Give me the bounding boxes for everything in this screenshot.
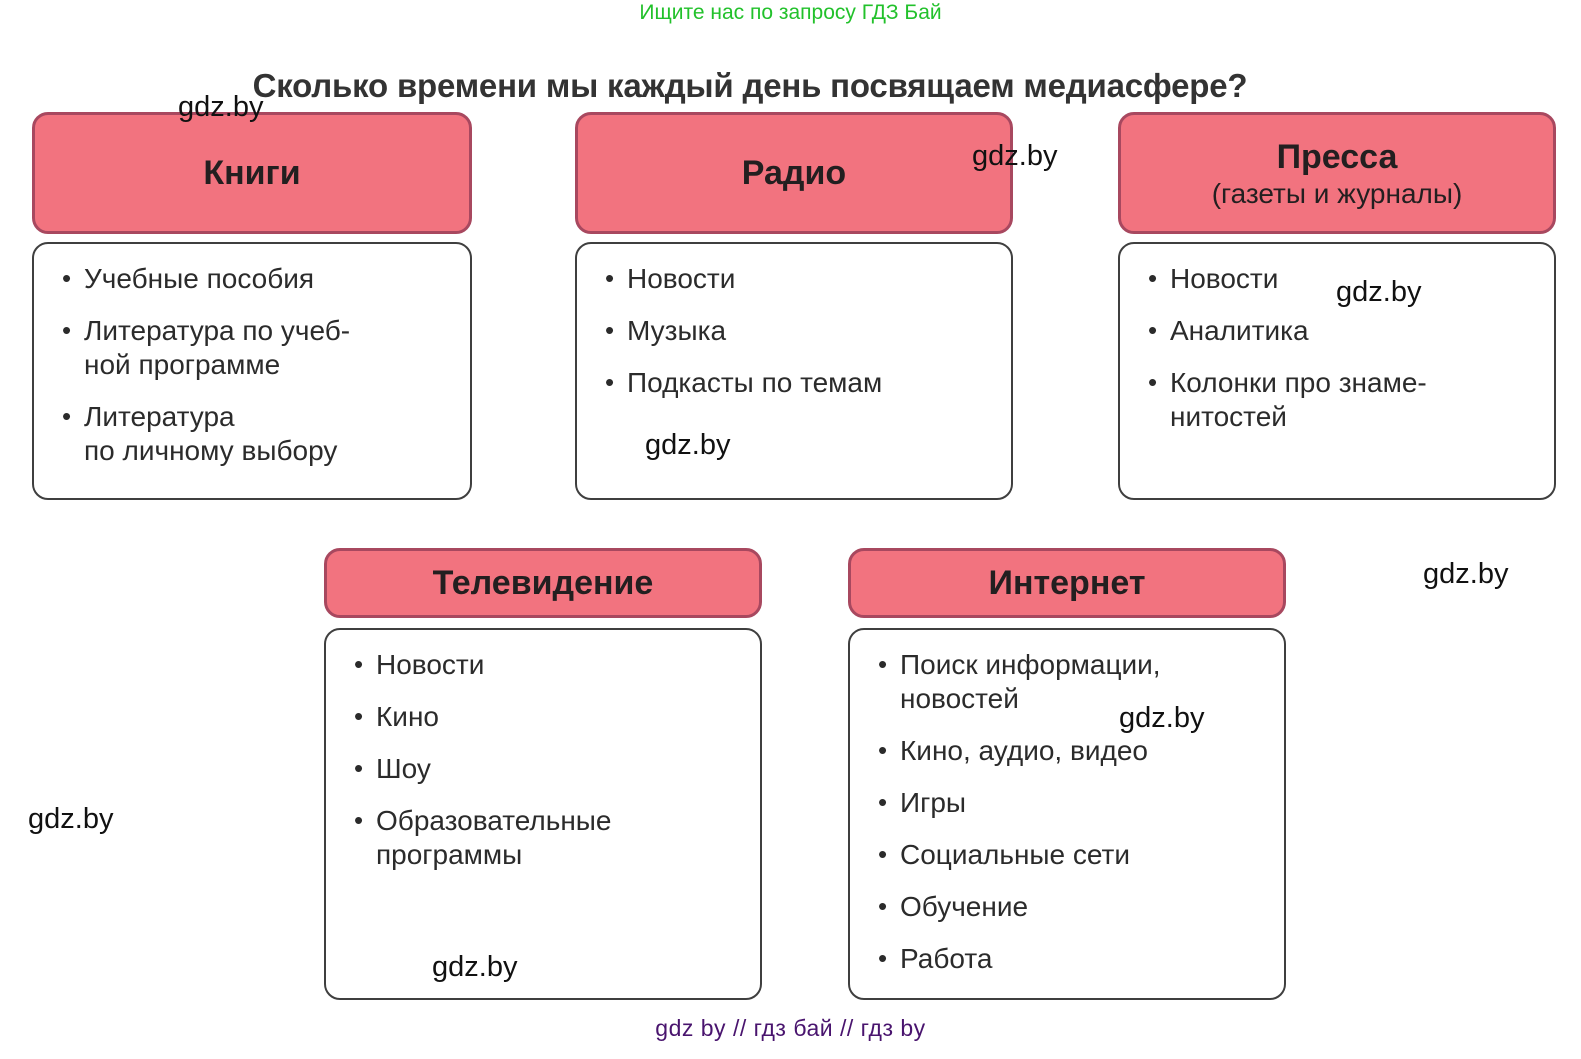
list-item: Поиск информации, новостей: [866, 647, 1274, 716]
card-radio-title: Радио: [741, 154, 847, 192]
card-books-body: Учебные пособия Литература по учеб- ной …: [32, 242, 472, 500]
list-item: Новости: [1136, 261, 1544, 296]
list-item: Социальные сети: [866, 837, 1274, 872]
card-television-header: Телевидение: [324, 548, 762, 618]
list-item: Новости: [342, 647, 750, 682]
watermark: gdz.by: [28, 803, 114, 835]
list-item: Новости: [593, 261, 1001, 296]
card-radio-list: Новости Музыка Подкасты по темам: [593, 261, 1001, 400]
card-books-title: Книги: [203, 154, 301, 192]
list-item: Кино, аудио, видео: [866, 733, 1274, 768]
card-internet-header: Интернет: [848, 548, 1286, 618]
page-title: Сколько времени мы каждый день посвящаем…: [252, 67, 1248, 105]
card-radio-body: Новости Музыка Подкасты по темам: [575, 242, 1013, 500]
card-press-header: Пресса (газеты и журналы): [1118, 112, 1556, 234]
list-item: Музыка: [593, 313, 1001, 348]
card-television-body: Новости Кино Шоу Образовательные програм…: [324, 628, 762, 1000]
list-item: Учебные пособия: [50, 261, 460, 296]
card-press-body: Новости Аналитика Колонки про знаме- нит…: [1118, 242, 1556, 500]
card-books: Книги Учебные пособия Литература по учеб…: [32, 112, 472, 500]
list-item: Шоу: [342, 751, 750, 786]
card-television-list: Новости Кино Шоу Образовательные програм…: [342, 647, 750, 872]
watermark: gdz.by: [432, 951, 518, 983]
card-press-title: Пресса: [1276, 137, 1398, 176]
list-item: Обучение: [866, 889, 1274, 924]
card-internet-list: Поиск информации, новостей Кино, аудио, …: [866, 647, 1274, 976]
promo-banner: Ищите нас по запросу ГДЗ Бай: [639, 1, 942, 24]
footer-text: gdz by // гдз бай // гдз by: [655, 1015, 926, 1041]
card-press-subtitle: (газеты и журналы): [1211, 177, 1463, 209]
card-press-list: Новости Аналитика Колонки про знаме- нит…: [1136, 261, 1544, 434]
watermark: gdz.by: [1336, 276, 1422, 308]
card-television-title: Телевидение: [432, 564, 654, 602]
watermark: gdz.by: [645, 429, 731, 461]
card-internet-body: Поиск информации, новостей Кино, аудио, …: [848, 628, 1286, 1000]
list-item: Образовательные программы: [342, 803, 750, 872]
card-books-list: Учебные пособия Литература по учеб- ной …: [50, 261, 460, 468]
card-internet-title: Интернет: [988, 564, 1146, 602]
card-books-header: Книги: [32, 112, 472, 234]
card-radio: Радио Новости Музыка Подкасты по темам: [575, 112, 1013, 500]
watermark: gdz.by: [1119, 702, 1205, 734]
watermark: gdz.by: [1423, 558, 1509, 590]
list-item: Работа: [866, 941, 1274, 976]
list-item: Аналитика: [1136, 313, 1544, 348]
list-item: Подкасты по темам: [593, 365, 1001, 400]
card-television: Телевидение Новости Кино Шоу Образовател…: [324, 548, 762, 1000]
list-item: Литература по личному выбору: [50, 399, 460, 468]
list-item: Игры: [866, 785, 1274, 820]
list-item: Кино: [342, 699, 750, 734]
watermark: gdz.by: [178, 91, 264, 123]
card-press: Пресса (газеты и журналы) Новости Аналит…: [1118, 112, 1556, 500]
list-item: Колонки про знаме- нитостей: [1136, 365, 1544, 434]
card-internet: Интернет Поиск информации, новостей Кино…: [848, 548, 1286, 1000]
watermark: gdz.by: [972, 140, 1058, 172]
card-radio-header: Радио: [575, 112, 1013, 234]
list-item: Литература по учеб- ной программе: [50, 313, 460, 382]
